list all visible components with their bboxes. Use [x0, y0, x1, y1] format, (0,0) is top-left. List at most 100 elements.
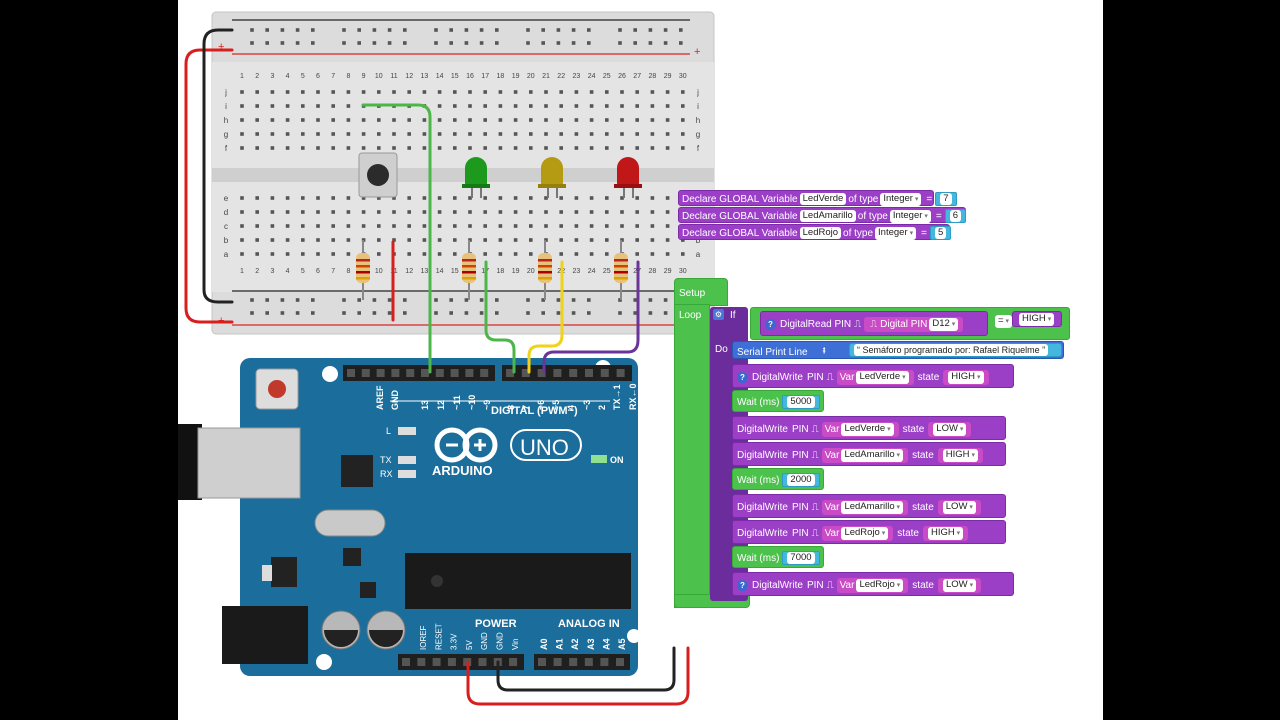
usb-icon: ⭻ — [822, 346, 826, 357]
digital-pin-label: AREF — [375, 385, 385, 410]
led-yellow[interactable] — [538, 157, 566, 198]
led-red[interactable] — [614, 157, 642, 198]
row-label: d — [224, 208, 228, 217]
help-icon[interactable]: ? — [765, 319, 776, 330]
state-dropdown[interactable]: LOW — [942, 501, 976, 514]
row-label: i — [225, 102, 227, 111]
state-dropdown[interactable]: HIGH — [942, 449, 978, 462]
var-label: Var — [824, 502, 840, 513]
wire-yellow-pin6[interactable] — [527, 260, 564, 374]
column-label: 19 — [512, 268, 520, 275]
wait-block[interactable]: Wait (ms)5000 — [732, 390, 824, 412]
column-label: 28 — [649, 73, 657, 80]
digital-pin-label: ~5 — [551, 400, 561, 410]
var-dropdown[interactable]: LedVerde — [841, 423, 894, 436]
column-label: 3 — [270, 268, 274, 275]
type-dropdown[interactable]: Integer — [875, 226, 917, 240]
digital-pin-dropdown[interactable]: D12 — [929, 318, 959, 331]
analog-pin-label: A4 — [601, 638, 611, 650]
resistor[interactable] — [462, 240, 476, 300]
column-label: 28 — [649, 268, 657, 275]
loop-block[interactable]: Loop — [674, 304, 710, 608]
resistor[interactable] — [614, 240, 628, 300]
high-value-block[interactable]: HIGH — [1012, 311, 1062, 327]
compare-value-dropdown[interactable]: HIGH — [1019, 313, 1055, 326]
compare-op-dropdown[interactable]: = — [995, 315, 1013, 328]
resistor[interactable] — [538, 240, 552, 300]
of-type-label: of type — [843, 227, 874, 239]
resistor[interactable] — [356, 240, 370, 300]
var-name-field[interactable]: LedVerde — [799, 193, 847, 205]
digital-pin-label: 2 — [597, 405, 607, 410]
var-dropdown[interactable]: LedRojo — [856, 579, 904, 592]
value-field[interactable]: 7 — [940, 193, 952, 205]
var-label: Var — [824, 450, 840, 461]
serial-text-block[interactable]: “ Semáforo programado por: Rafael Riquel… — [849, 343, 1062, 357]
help-icon[interactable]: ? — [737, 580, 748, 591]
analog-label: ANALOG IN — [558, 618, 620, 630]
var-name-field[interactable]: LedRojo — [799, 227, 842, 239]
column-label: 5 — [301, 268, 305, 275]
wire-green-pin7[interactable] — [484, 260, 516, 374]
var-name-field[interactable]: LedAmarillo — [799, 210, 856, 222]
value-field[interactable]: 5 — [934, 227, 947, 239]
column-label: 8 — [346, 268, 350, 275]
wire-purple-pin5[interactable] — [542, 260, 640, 374]
type-dropdown[interactable]: Integer — [880, 192, 922, 206]
declare-label: Declare GLOBAL Variable — [682, 193, 798, 205]
state-dropdown[interactable]: LOW — [942, 579, 977, 592]
var-dropdown[interactable]: LedRojo — [841, 527, 889, 540]
code-blocks-canvas[interactable] — [741, 0, 1103, 720]
type-dropdown[interactable]: Integer — [889, 209, 931, 223]
row-label: j — [696, 88, 699, 97]
column-label: 21 — [542, 73, 550, 80]
pushbutton[interactable] — [358, 152, 398, 198]
row-label: g — [696, 130, 700, 139]
serial-text-field[interactable]: “ Semáforo programado por: Rafael Riquel… — [854, 344, 1049, 356]
arduino-board[interactable]: L TX RX ON ARDUINO UNO DIGITAL (PWM~) AR… — [178, 358, 641, 676]
help-icon[interactable]: ? — [737, 372, 748, 383]
row-label: f — [697, 144, 700, 153]
wait-ms-field[interactable]: 7000 — [787, 552, 815, 564]
led-green[interactable] — [462, 157, 490, 198]
digitalwrite-label: DigitalWrite — [737, 502, 788, 513]
analog-pin-label: A2 — [570, 638, 580, 650]
row-label: i — [697, 102, 699, 111]
wire-red-5v[interactable] — [466, 646, 690, 706]
equals-label: = — [935, 210, 942, 222]
wire-black-gnd[interactable] — [496, 646, 676, 692]
wire-black-rail[interactable] — [202, 28, 234, 304]
wire-red-rail[interactable] — [184, 48, 234, 324]
wait-block[interactable]: Wait (ms)2000 — [732, 468, 824, 490]
value-field[interactable]: 6 — [949, 210, 962, 222]
column-label: 30 — [679, 268, 687, 275]
wait-block[interactable]: Wait (ms)7000 — [732, 546, 824, 568]
pulse-icon: ⎍ — [826, 372, 834, 383]
state-label: state — [917, 372, 940, 383]
wait-ms-field[interactable]: 5000 — [787, 396, 815, 408]
state-dropdown[interactable]: HIGH — [927, 527, 964, 540]
var-dropdown[interactable]: LedAmarillo — [841, 501, 904, 514]
column-label: 11 — [390, 73, 397, 80]
gear-icon[interactable]: ⚙ — [713, 309, 724, 320]
column-label: 23 — [573, 73, 581, 80]
setup-block[interactable]: Setup — [674, 278, 728, 306]
state-dropdown[interactable]: LOW — [933, 423, 967, 436]
wires[interactable] — [184, 28, 690, 706]
wire-green-pin12[interactable] — [361, 103, 432, 374]
column-label: 8 — [346, 73, 350, 80]
var-dropdown[interactable]: LedVerde — [856, 371, 909, 384]
var-dropdown[interactable]: LedAmarillo — [841, 449, 904, 462]
state-dropdown[interactable]: HIGH — [948, 371, 984, 384]
wait-ms-field[interactable]: 2000 — [787, 474, 815, 486]
